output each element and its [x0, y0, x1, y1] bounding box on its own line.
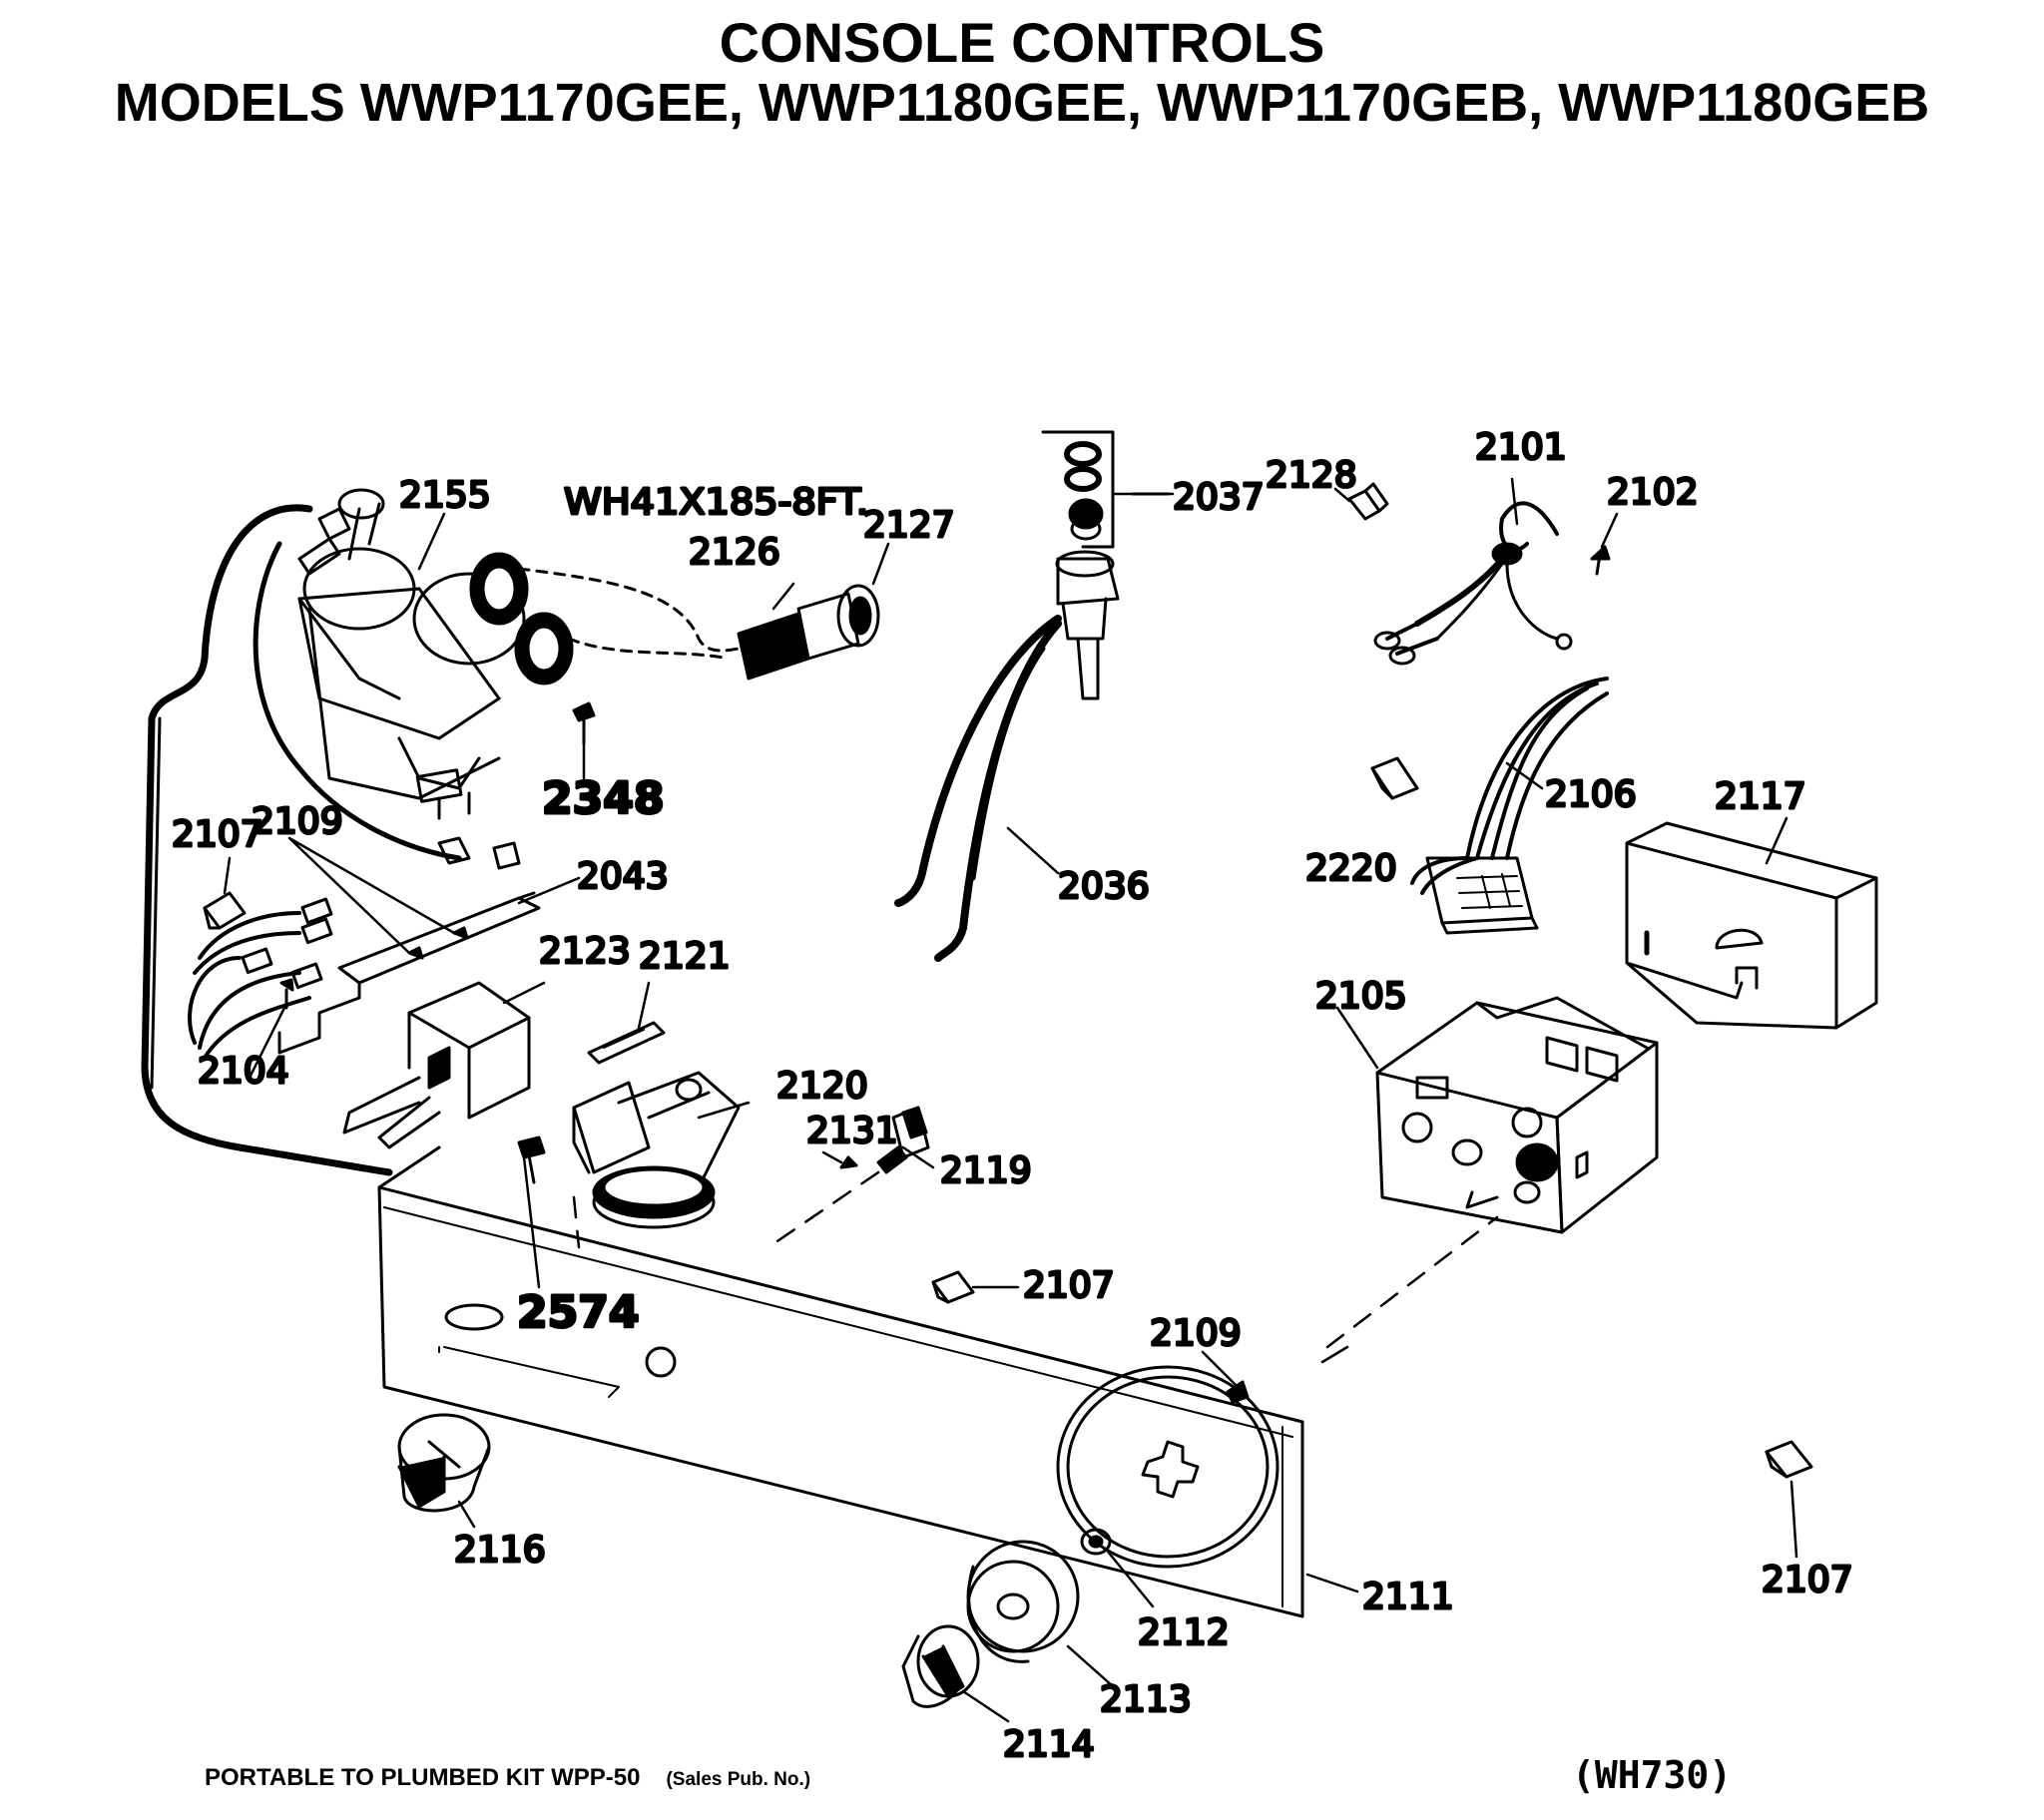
assembly-dashed-lines	[572, 1170, 1499, 1349]
part-label-2131: 2131	[806, 1111, 898, 1151]
part-label-2109-upper-left: 2109	[252, 801, 343, 842]
part-label-2126: 2126	[689, 532, 780, 573]
clip-2107a-part	[203, 891, 247, 930]
pressure-switch-2120-part	[572, 1071, 741, 1229]
screw-2104-part	[279, 978, 294, 1010]
part-label-2121: 2121	[639, 936, 731, 977]
part-label-2107-upper-left: 2107	[172, 814, 263, 855]
part-label-2036: 2036	[1058, 866, 1150, 907]
knob-2114-part	[901, 1624, 980, 1708]
part-label-2107-middle: 2107	[1023, 1265, 1115, 1306]
footer-kit-pub-note: (Sales Pub. No.)	[666, 1769, 811, 1790]
part-label-2220: 2220	[1305, 848, 1397, 889]
part-label-2102: 2102	[1607, 472, 1699, 513]
part-label-2105: 2105	[1315, 976, 1407, 1017]
toggle-switch-2119-part	[876, 1106, 930, 1174]
leader-lines	[223, 477, 1798, 1723]
wire-bundle-2106-part	[1410, 677, 1609, 935]
footer-kit-note: PORTABLE TO PLUMBED KIT WPP-50 (Sales Pub…	[205, 1764, 810, 1792]
footer-diagram-code: (WH730)	[1572, 1753, 1733, 1797]
part-label-2043: 2043	[577, 856, 669, 897]
part-label-2119: 2119	[940, 1150, 1032, 1191]
diagram-title: CONSOLE CONTROLS	[719, 11, 1325, 74]
cable-callout: WH41X185-8FT.	[564, 482, 868, 523]
screw-2574-part	[517, 1136, 546, 1184]
part-label-2116: 2116	[454, 1530, 546, 1571]
footer-kit-text: PORTABLE TO PLUMBED KIT WPP-50	[205, 1764, 641, 1791]
screw-2102-part	[1590, 545, 1611, 576]
plate-2121-part	[587, 1021, 666, 1065]
wire-harness-left	[141, 504, 521, 1176]
part-label-2106: 2106	[1545, 774, 1637, 815]
clip-2128-part	[1347, 482, 1389, 521]
fill-hose-part	[517, 567, 880, 681]
clip-2107c-part	[1765, 1440, 1813, 1479]
diagram-subtitle: MODELS WWP1170GEE, WWP1180GEE, WWP1170GE…	[114, 73, 1930, 133]
dial-2113-part	[966, 1540, 1080, 1663]
screw-2131-part	[839, 1155, 858, 1169]
part-label-2155: 2155	[399, 475, 491, 516]
part-label-2348: 2348	[542, 773, 664, 824]
part-label-2109-lower: 2109	[1150, 1313, 1242, 1354]
part-label-2037: 2037	[1173, 477, 1265, 518]
knob-2116-part	[397, 1413, 491, 1513]
part-label-2107-lower-right: 2107	[1762, 1560, 1853, 1600]
washer-2112-part	[1080, 1528, 1112, 1556]
switch-2123-part	[342, 981, 531, 1149]
part-label-2111: 2111	[1362, 1577, 1454, 1617]
part-label-2128: 2128	[1266, 455, 1357, 496]
part-label-2120: 2120	[776, 1066, 868, 1107]
drain-hose-part	[894, 430, 1170, 962]
control-panel-2111-part	[377, 1145, 1304, 1618]
part-label-2113: 2113	[1100, 1679, 1192, 1720]
part-label-2112: 2112	[1138, 1612, 1230, 1653]
screw-2109a-part	[407, 926, 469, 960]
timer-cover-2117-part	[1625, 821, 1878, 1030]
wire-harness-2101-part	[1373, 501, 1573, 666]
bracket-2043-part	[277, 891, 541, 1055]
part-label-2127: 2127	[863, 505, 955, 546]
part-label-2117: 2117	[1715, 776, 1806, 817]
connector-2220-part	[1370, 756, 1419, 800]
clip-2107b-part	[931, 1270, 975, 1304]
water-valve-part	[297, 488, 574, 820]
timer-2105-part	[1375, 996, 1659, 1234]
part-label-2104: 2104	[198, 1051, 289, 1092]
part-label-2574: 2574	[517, 1287, 639, 1338]
part-label-2123: 2123	[539, 931, 631, 972]
part-label-2101: 2101	[1475, 427, 1567, 468]
part-label-2114: 2114	[1003, 1724, 1095, 1765]
